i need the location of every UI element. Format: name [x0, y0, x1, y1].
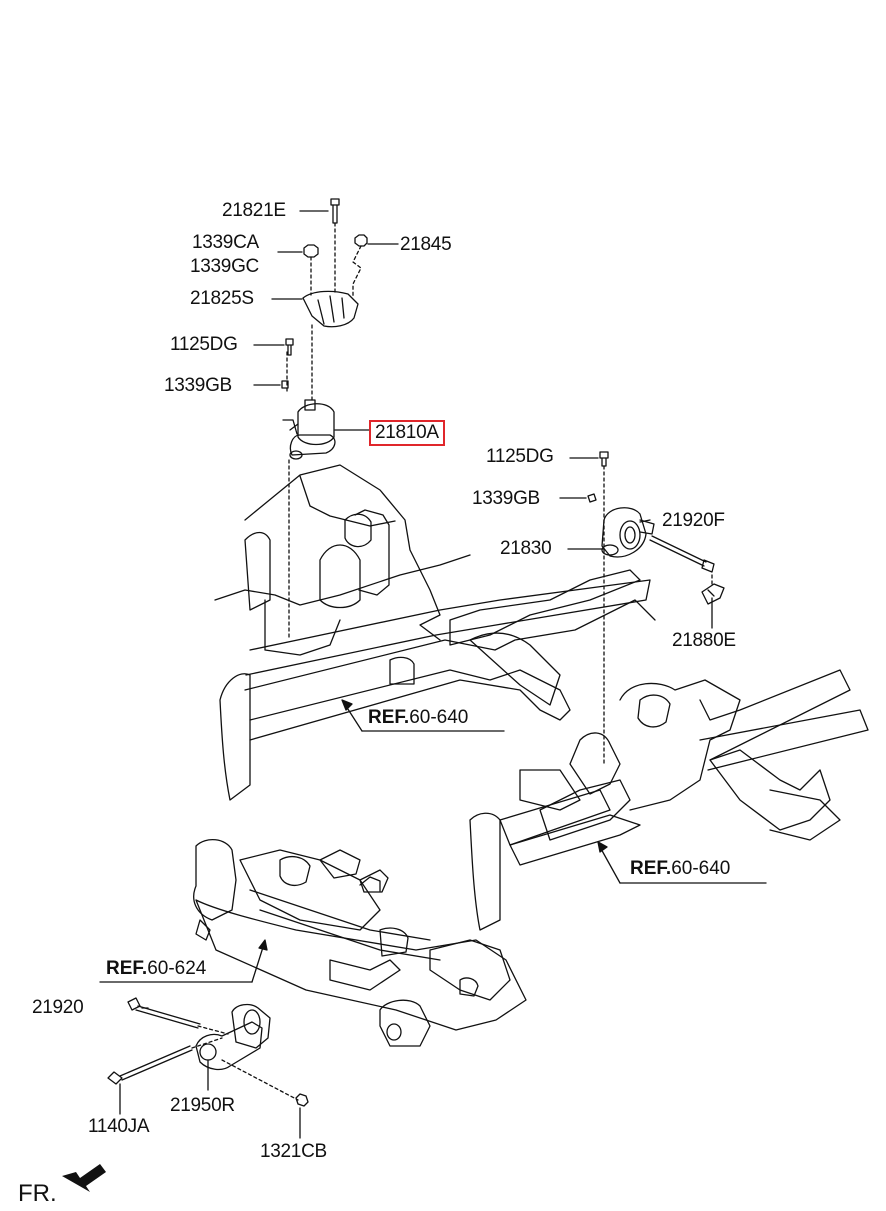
part-label-21880E: 21880E — [672, 630, 736, 651]
front-direction-label: FR. — [18, 1180, 57, 1207]
bolt-1125DG-b — [599, 451, 609, 467]
part-label-1125DG-upper: 1125DG — [170, 334, 238, 355]
bolt-21920 — [127, 997, 201, 1029]
part-label-1140JA: 1140JA — [88, 1116, 150, 1137]
front-left-frame — [214, 464, 656, 801]
front-right-frame — [469, 669, 869, 931]
part-label-1339GB-upper: 1339GB — [164, 375, 232, 396]
bolt-21920F — [649, 535, 715, 573]
part-label-1339GC: 1339GC — [190, 256, 259, 277]
part-label-1339GB-right: 1339GB — [472, 488, 540, 509]
part-label-21920F: 21920F — [662, 510, 725, 531]
reference-label-right-frame: REF.60-640 — [630, 858, 731, 879]
bracket-21825S — [302, 290, 359, 328]
part-label-21830: 21830 — [500, 538, 552, 559]
part-label-21825S: 21825S — [190, 288, 254, 309]
mount-21950R — [195, 1003, 271, 1071]
reference-label-left-frame: REF.60-640 — [368, 707, 469, 728]
bolt-1140JA — [107, 1045, 193, 1085]
part-label-1321CB: 1321CB — [260, 1141, 327, 1162]
reference-label-subframe: REF.60-624 — [106, 958, 207, 979]
nut-21845 — [354, 234, 368, 247]
washer-1339GB-a — [281, 380, 289, 389]
bolt-1125DG-a — [285, 338, 294, 356]
part-label-1125DG-right: 1125DG — [486, 446, 554, 467]
bracket-21880E — [701, 583, 725, 605]
part-label-21920: 21920 — [32, 997, 84, 1018]
part-label-21950R: 21950R — [170, 1095, 235, 1116]
part-label-21821E: 21821E — [222, 200, 286, 221]
part-label-21845: 21845 — [400, 234, 452, 255]
front-direction-arrow — [62, 1164, 106, 1192]
bolt-21821E — [330, 198, 340, 294]
part-label-21810A-highlighted[interactable]: 21810A — [369, 420, 445, 446]
part-label-1339CA: 1339CA — [192, 232, 259, 253]
nut-1321CB — [295, 1093, 309, 1107]
sub-frame — [193, 839, 527, 1047]
mount-21810A — [282, 399, 336, 460]
washer-1339GB-b — [587, 493, 597, 503]
nut-1339CA — [303, 244, 319, 258]
mount-21830 — [601, 507, 655, 558]
